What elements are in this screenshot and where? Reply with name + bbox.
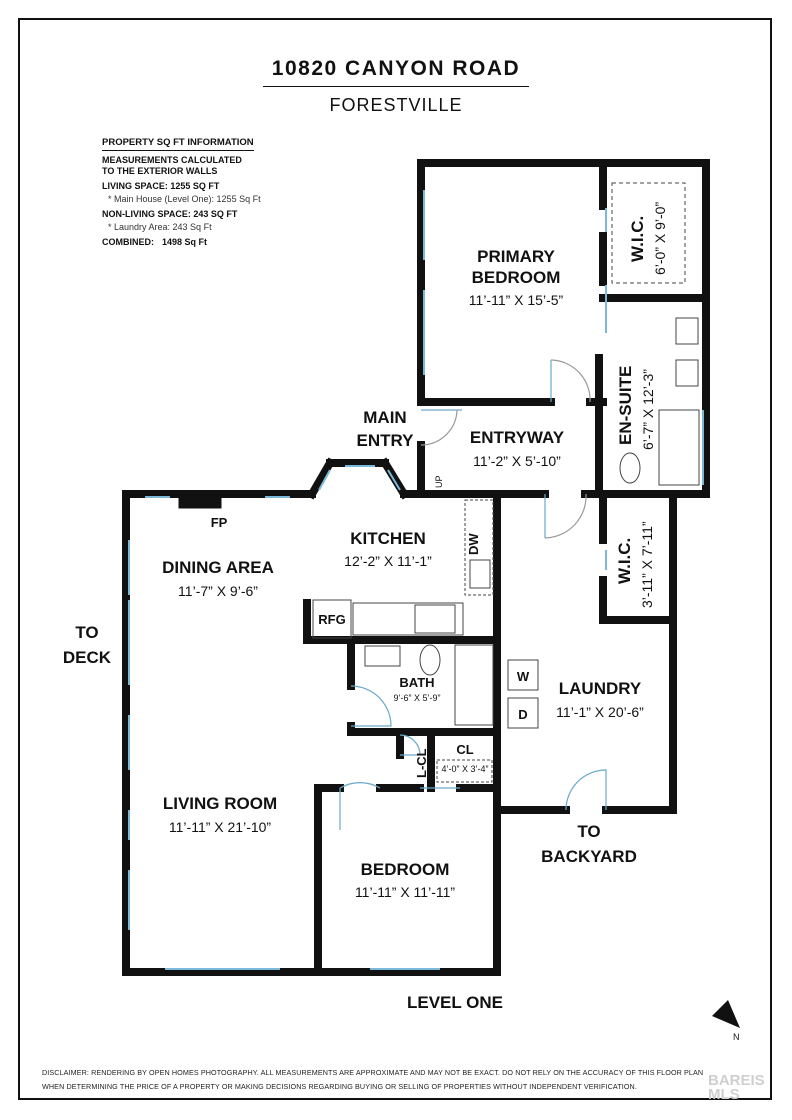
kitchen-counter [464, 499, 494, 596]
wall-bay-right [379, 457, 410, 500]
level-label: LEVEL ONE [407, 993, 503, 1012]
living-room-dims: 11’-11” X 21’-10” [169, 819, 272, 835]
wic-shelving [611, 182, 686, 284]
combined-row: COMBINED: 1498 Sq Ft [102, 237, 342, 248]
door-linen [399, 734, 421, 756]
nonliving-space-detail: * Laundry Area: 243 Sq Ft [108, 222, 212, 232]
bedroom-dims: 11’-11” X 11’-11” [355, 884, 455, 900]
exterior-labels: TO DECK TO BACKYARD LEVEL ONE [63, 623, 637, 1012]
stairs-up-label: UP [434, 475, 444, 488]
closet-name: CL [456, 742, 473, 757]
combined-value: 1498 Sq Ft [162, 237, 208, 247]
main-entry-line1: MAIN [363, 408, 406, 427]
sink-icon [675, 359, 699, 387]
mls-watermark: BAREIS MLS [708, 1072, 765, 1103]
sqft-heading: PROPERTY SQ FT INFORMATION [102, 137, 254, 151]
kitchen-counter-lower [352, 602, 464, 636]
door-swing [420, 409, 458, 446]
dishwasher-label: DW [466, 533, 481, 555]
laundry-dims: 11’-1” X 20’-6” [556, 704, 644, 720]
to-deck-line1: TO [75, 623, 98, 642]
dryer-label: D [518, 707, 527, 722]
kitchen-sink-icon [469, 559, 491, 589]
living-space-detail: * Main House (Level One): 1255 Sq Ft [108, 194, 261, 204]
to-backyard-line1: TO [577, 822, 600, 841]
primary-bedroom-dims: 11’-11” X 15’-5” [469, 292, 564, 308]
sqft-info-panel: PROPERTY SQ FT INFORMATION MEASUREMENTS … [102, 137, 342, 248]
door-swing [544, 493, 587, 539]
living-space-label: LIVING SPACE: 1255 SQ FT [102, 181, 220, 191]
fixture-labels: FP RFG DW W D UP [211, 475, 530, 722]
wic-primary-name: W.I.C. [628, 216, 647, 262]
room-labels: PRIMARY BEDROOM 11’-11” X 15’-5” W.I.C. … [162, 202, 668, 900]
fireplace-hearth [178, 495, 222, 509]
bedroom-name: BEDROOM [361, 860, 450, 879]
en-suite-name: EN-SUITE [616, 366, 635, 445]
refrigerator-box [312, 599, 352, 639]
door-backyard [565, 769, 607, 811]
window [318, 469, 331, 491]
dining-area-name: DINING AREA [162, 558, 274, 577]
shower-icon [658, 409, 700, 486]
bath-dims: 9’-6” X 5’-9” [393, 693, 440, 703]
bath-sink-icon [364, 645, 401, 667]
entryway-name: ENTRYWAY [470, 428, 565, 447]
laundry-name: LAUNDRY [559, 679, 642, 698]
stove-icon [414, 604, 456, 634]
washer-box [507, 659, 539, 691]
page-frame [18, 18, 772, 1100]
wall-bay-left [306, 457, 336, 500]
sqft-note-line1: MEASUREMENTS CALCULATED [102, 155, 242, 165]
sink-icon [675, 317, 699, 345]
bathtub-icon [454, 644, 494, 726]
doors [339, 359, 607, 830]
bath-toilet-icon [419, 644, 441, 676]
disclaimer-line1: DISCLAIMER: RENDERING BY OPEN HOMES PHOT… [42, 1068, 704, 1077]
entryway-dims: 11’-2” X 5’-10” [473, 453, 561, 469]
to-backyard-line2: BACKYARD [541, 847, 637, 866]
linen-closet-name: L-CL [414, 748, 429, 778]
door-bath [350, 685, 392, 727]
bath-name: BATH [399, 675, 434, 690]
to-deck-line2: DECK [63, 648, 112, 667]
dryer-box [507, 697, 539, 729]
door-bedroom [339, 782, 381, 830]
compass: N [712, 1000, 740, 1042]
primary-bedroom-name-2: BEDROOM [472, 268, 561, 287]
nonliving-space-label: NON-LIVING SPACE: 243 SQ FT [102, 209, 238, 219]
wic-laundry-dims: 3’-11” X 7’-11” [639, 521, 655, 608]
combined-label: COMBINED: [102, 237, 154, 247]
disclaimer: DISCLAIMER: RENDERING BY OPEN HOMES PHOT… [42, 1066, 742, 1094]
door-swing [550, 359, 591, 403]
main-entry-line2: ENTRY [357, 431, 415, 450]
disclaimer-line2: WHEN DETERMINING THE PRICE OF A PROPERTY… [42, 1082, 637, 1091]
title-underline [263, 86, 529, 87]
north-arrow-icon [712, 1000, 740, 1028]
kitchen-dims: 12’-2” X 11’-1” [344, 553, 432, 569]
property-address: 10820 CANYON ROAD [271, 57, 521, 80]
living-room-name: LIVING ROOM [163, 794, 277, 813]
fireplace-label: FP [211, 515, 228, 530]
dining-area-dims: 11’-7” X 9’-6” [178, 583, 258, 599]
wic-laundry-name: W.I.C. [615, 538, 634, 584]
primary-bedroom-name-1: PRIMARY [477, 247, 555, 266]
window [387, 469, 401, 491]
fixtures [312, 182, 700, 783]
compass-label: N [733, 1032, 740, 1042]
wic-primary-dims: 6’-0” X 9’-0” [652, 202, 668, 275]
closet-dims: 4’-0” X 3’-4” [441, 764, 488, 774]
windows [128, 190, 704, 970]
sqft-note-line2: TO THE EXTERIOR WALLS [102, 166, 218, 176]
washer-label: W [517, 669, 530, 684]
walls [122, 159, 710, 976]
en-suite-dims: 6’-7” X 12’-3” [640, 369, 656, 450]
toilet-icon [619, 452, 641, 484]
kitchen-name: KITCHEN [350, 529, 426, 548]
refrigerator-label: RFG [318, 612, 345, 627]
closet-rod [436, 759, 493, 783]
property-city: FORESTVILLE [329, 95, 463, 115]
